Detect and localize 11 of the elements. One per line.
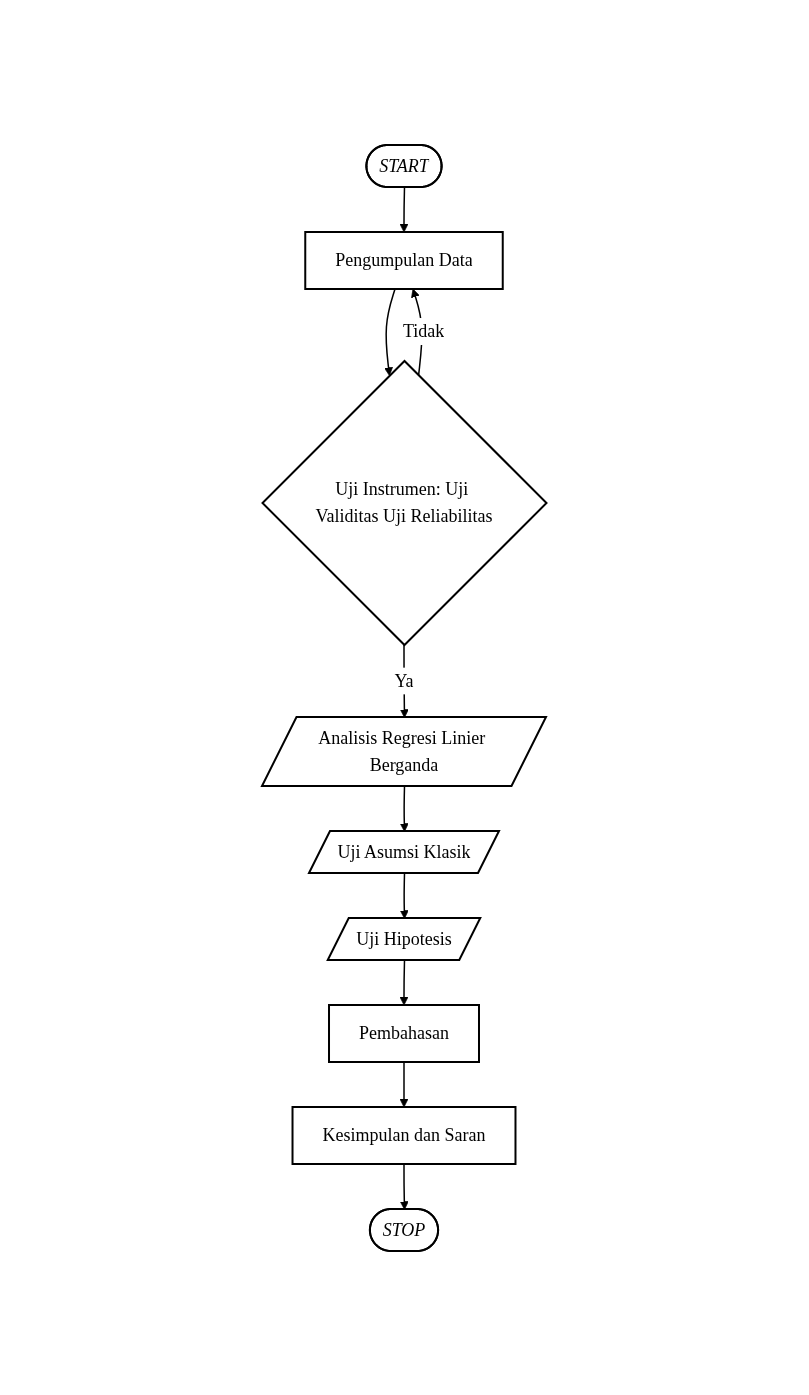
node-box: Pengumpulan Data	[304, 230, 504, 290]
arrow	[400, 1162, 409, 1210]
node-diamond: Uji Instrumen: Uji Validitas Uji Reliabilitas	[261, 359, 549, 646]
arrow	[399, 959, 409, 1005]
arrow	[399, 186, 409, 232]
node-box: Kesimpulan dan Saran	[291, 1105, 517, 1165]
edge-label: Ya	[394, 670, 414, 690]
arrow	[384, 287, 396, 376]
node-box: Pembahasan	[328, 1003, 481, 1063]
arrow	[399, 1060, 409, 1107]
edge-label: Tidak	[403, 320, 445, 341]
